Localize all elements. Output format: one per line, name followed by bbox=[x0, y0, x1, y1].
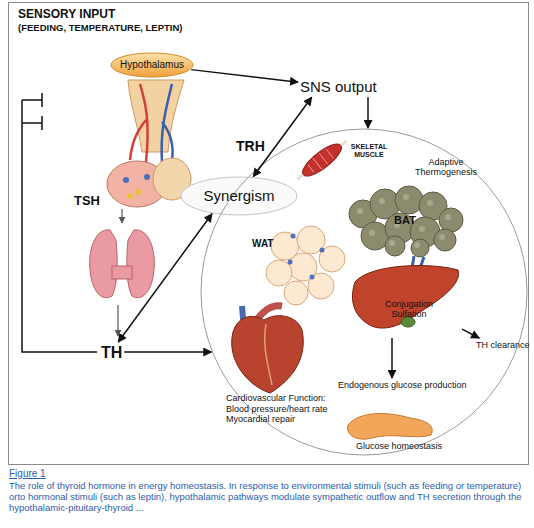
figure-frame bbox=[9, 3, 529, 465]
lipid-droplet bbox=[445, 214, 451, 220]
outcome-label: TH clearance bbox=[474, 338, 532, 352]
heart-body bbox=[232, 316, 304, 393]
nucleus bbox=[310, 275, 315, 280]
pituitary-cell bbox=[144, 174, 150, 180]
connector-arrow bbox=[191, 70, 298, 83]
muscle-striation bbox=[307, 148, 335, 174]
outcome-label: Endogenous glucose production bbox=[336, 378, 469, 392]
adipocyte bbox=[319, 246, 345, 272]
ellipse-outline bbox=[111, 53, 193, 77]
nucleus bbox=[320, 248, 325, 253]
inhibition-bar bbox=[22, 93, 42, 107]
skeletal-muscle bbox=[293, 135, 352, 186]
adipocyte bbox=[289, 253, 317, 281]
brown-adipocyte bbox=[395, 186, 423, 214]
thyroid-lobe bbox=[90, 230, 118, 298]
node-text: Synergism bbox=[204, 187, 275, 204]
lipid-droplet bbox=[369, 230, 375, 236]
node-text: Glucose homeostasis bbox=[356, 441, 442, 451]
pituitary-cell bbox=[135, 189, 141, 195]
node-text: Cardiovascular Function: Blood pressure/… bbox=[226, 393, 351, 425]
nucleus bbox=[291, 234, 296, 239]
brown-fat-cluster: BAT bbox=[345, 184, 465, 256]
node-text: Endogenous glucose production bbox=[338, 380, 467, 390]
coronary-vessel bbox=[265, 324, 272, 385]
brain-region-oval: Hypothalamus bbox=[110, 52, 194, 78]
heart bbox=[232, 306, 304, 393]
output-label: SNS output bbox=[298, 76, 379, 97]
connector-arrow bbox=[391, 338, 393, 378]
nucleus bbox=[288, 260, 293, 265]
liver-shape bbox=[352, 266, 458, 329]
white-adipose bbox=[266, 226, 345, 305]
node-text: TH clearance bbox=[476, 340, 530, 350]
node-text: BAT bbox=[394, 214, 416, 227]
node-text: SKELETAL MUSCLE bbox=[347, 143, 391, 159]
input-list: (FEEDING, TEMPERATURE, LEPTIN) bbox=[18, 22, 183, 33]
synergy-oval: Synergism bbox=[180, 176, 298, 216]
brown-adipocyte bbox=[385, 236, 405, 256]
adipocyte bbox=[308, 273, 334, 299]
brown-adipocyte bbox=[411, 239, 429, 257]
node-text: TH bbox=[101, 344, 122, 362]
lipid-droplet bbox=[419, 226, 425, 232]
target-circle bbox=[201, 129, 527, 455]
muscle-belly bbox=[298, 139, 346, 181]
input-heading: SENSORY INPUT bbox=[18, 7, 115, 21]
connector-arrow bbox=[118, 214, 212, 342]
portal-vein bbox=[162, 84, 173, 162]
hormone-label: TH bbox=[99, 342, 124, 364]
flow-arrow bbox=[117, 305, 118, 336]
portal-artery bbox=[130, 84, 148, 162]
connector-arrow bbox=[253, 97, 311, 176]
adipocyte bbox=[284, 281, 308, 305]
pancreas bbox=[348, 414, 433, 440]
brown-adipocyte bbox=[434, 229, 456, 251]
hormone-label: TRH bbox=[236, 138, 265, 154]
feedback-line bbox=[22, 100, 97, 352]
connector-arrow bbox=[367, 97, 369, 128]
muscle-tendon bbox=[298, 141, 347, 179]
lipid-droplet bbox=[414, 242, 420, 248]
lipid-droplet bbox=[379, 198, 385, 204]
target-tissue-circle: SKELETAL MUSCLE Adaptive ThermogenesisWAT… bbox=[200, 128, 528, 456]
node-text: Conjugation Sulfation bbox=[378, 299, 440, 319]
node-text: WAT bbox=[252, 238, 273, 250]
adipocyte bbox=[297, 226, 325, 254]
adipocyte bbox=[266, 260, 292, 286]
figure-caption: The role of thyroid hormone in energy ho… bbox=[9, 480, 529, 513]
liver-organ: Conjugation Sulfation bbox=[350, 262, 462, 338]
lipid-droplet bbox=[403, 194, 409, 200]
hormone-label: TSH bbox=[74, 193, 100, 208]
lipid-droplet bbox=[427, 200, 433, 206]
lipid-droplet bbox=[389, 240, 395, 246]
thyroid-isthmus bbox=[112, 266, 132, 279]
figure-title: Figure 1 bbox=[9, 468, 46, 479]
lipid-droplet bbox=[357, 208, 363, 214]
lipid-droplet bbox=[439, 234, 445, 240]
pituitary-cell bbox=[123, 177, 129, 183]
connector-arrow bbox=[124, 351, 211, 353]
node-text: Hypothalamus bbox=[120, 59, 184, 71]
thyroid-lobe bbox=[127, 230, 155, 298]
pituitary-cell bbox=[127, 193, 133, 199]
connector-arrow bbox=[462, 329, 479, 338]
node-text: Adaptive Thermogenesis bbox=[410, 157, 482, 177]
node-text: SNS output bbox=[300, 78, 377, 95]
inhibition-bar bbox=[22, 116, 42, 130]
ellipse-outline bbox=[181, 177, 297, 215]
flow-arrow bbox=[121, 209, 122, 223]
pituitary-stalk bbox=[128, 80, 184, 152]
brown-adipocyte bbox=[439, 208, 463, 232]
